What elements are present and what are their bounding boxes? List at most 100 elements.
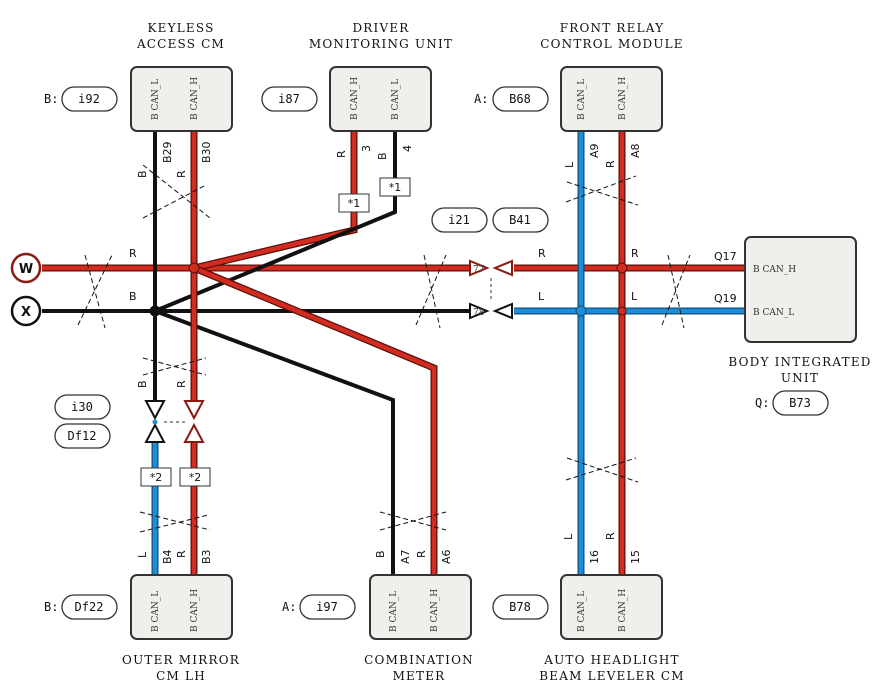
driver-can-l-wire [154,131,397,313]
headlight-conn-id: B78 [509,600,531,614]
left-conn-a-pill [54,394,111,420]
meter-can-h-wire [192,264,438,575]
splice-w-front-relay [616,262,628,274]
inline-connector-78: 78 [469,302,513,320]
body-conn-prefix: Q: [755,396,769,410]
front-relay-title-2: CONTROL MODULE [540,37,684,51]
mirror-upper-color-l: B [136,380,149,388]
driver-term-l: B CAN_L [391,79,401,120]
driver-pin-h: 3 [360,145,373,152]
driver-conn-id: i87 [278,92,300,106]
star1-box-a [338,193,370,213]
headlight-color-l: L [562,533,575,540]
outer-mirror-cm-lh[interactable]: B CAN_L B CAN_H OUTER MIRROR CM LH [122,574,240,683]
left-conn-b-pill [54,423,111,449]
mirror-conn-prefix: B: [44,600,58,614]
mirror-title-1: OUTER MIRROR [122,653,240,667]
mirror-conn-id: Df22 [75,600,104,614]
mirror-pin-l: B4 [161,549,174,564]
splice-x-front-relay-l [575,305,587,317]
body-term-h: B CAN_H [753,265,796,275]
star1-box-b [379,177,411,197]
driver-color-l: B [376,152,389,160]
meter-title-2: METER [393,669,446,683]
star2-label-a: *2 [150,471,163,484]
mirror-upper-color-h: R [175,380,188,388]
headlight-conn-pill [492,594,549,620]
splice-x-keyless [149,305,161,317]
meter-color-h: R [415,550,428,558]
meter-conn-pill [299,594,356,620]
combination-meter[interactable]: B CAN_L B CAN_H COMBINATION METER [364,574,474,683]
front-relay-control-module[interactable]: B CAN_L B CAN_H FRONT RELAY CONTROL MODU… [540,21,684,132]
driver-color-h: R [335,150,348,158]
left-conn-b-id: Df12 [68,429,97,443]
keyless-term-l: B CAN_L [151,79,161,120]
headlight-pin-h: 15 [629,550,642,564]
mirror-pin-h: B3 [200,549,213,564]
mid-conn-a-pill [431,207,488,233]
keyless-access-cm[interactable]: B CAN_L B CAN_H KEYLESS ACCESS CM [130,21,233,132]
body-pin-h: Q17 [714,250,737,263]
front-relay-title-1: FRONT RELAY [560,21,665,35]
headlight-term-l: B CAN_L [577,591,587,632]
meter-conn-id: i97 [316,600,338,614]
keyless-term-h: B CAN_H [190,77,200,120]
keyless-color-l: B [136,170,149,178]
headlight-title-1: AUTO HEADLIGHT [543,653,680,667]
mirror-term-l: B CAN_L [151,591,161,632]
pin-78: 78 [473,308,485,318]
wires [42,131,745,575]
meter-term-h: B CAN_H [430,589,440,632]
body-title-2: UNIT [781,371,819,385]
driver-term-h: B CAN_H [350,77,360,120]
splice-w-keyless [188,262,200,274]
star1-label-b: *1 [389,181,402,194]
bus-x-terminal[interactable]: X [10,295,42,327]
front-relay-pin-h: A8 [629,143,642,158]
headlight-title-2: BEAM LEVELER CM [539,669,685,683]
front-relay-term-h: B CAN_H [618,77,628,120]
meter-color-l: B [374,550,387,558]
headlight-color-h: R [604,532,617,540]
bus-w-terminal[interactable]: W [10,252,42,284]
mirror-color-h: R [175,550,188,558]
front-relay-color-h: R [604,160,617,168]
mid-conn-b-pill [492,207,549,233]
keyless-pin-l: B29 [161,141,174,163]
auto-headlight-beam-leveler-cm[interactable]: B CAN_L B CAN_H AUTO HEADLIGHT BEAM LEVE… [539,574,685,683]
body-title-1: BODY INTEGRATED [728,355,871,369]
headlight-pin-l: 16 [588,550,601,564]
left-conn-a-id: i30 [71,400,93,414]
driver-conn-pill [261,86,318,112]
star1-label-a: *1 [348,197,361,210]
w-color-right: R [538,247,546,260]
w-color-left: R [129,247,137,260]
mirror-title-2: CM LH [156,669,206,683]
meter-conn-prefix: A: [282,600,296,614]
mid-conn-a-id: i21 [448,213,470,227]
keyless-color-h: R [175,170,188,178]
driver-pin-l: 4 [401,145,414,152]
splice-points [149,262,628,317]
star2-label-b: *2 [189,471,202,484]
front-relay-conn-id: B68 [509,92,531,106]
driver-monitoring-unit[interactable]: B CAN_H B CAN_L DRIVER MONITORING UNIT [309,21,453,132]
front-relay-term-l: B CAN_L [577,79,587,120]
x-color-left: B [129,290,137,303]
star2-box-a [140,467,172,487]
inline-connector-77: 77 [469,259,513,277]
bus-w-label: W [19,262,33,277]
body-integrated-unit[interactable]: B CAN_H B CAN_L BODY INTEGRATED UNIT [728,236,871,385]
w-color-right2: R [631,247,639,260]
pin-77: 77 [473,265,485,275]
keyless-title-2: ACCESS CM [136,37,225,51]
front-relay-color-l: L [563,161,576,168]
mirror-color-l: L [136,551,149,558]
splice-x-front-relay-h [617,306,627,316]
star-note-boxes: *1 *1 *2 *2 [140,177,411,487]
body-pin-l: Q19 [714,292,737,305]
front-relay-conn-pill [492,86,549,112]
driver-can-h-wire [193,131,358,272]
